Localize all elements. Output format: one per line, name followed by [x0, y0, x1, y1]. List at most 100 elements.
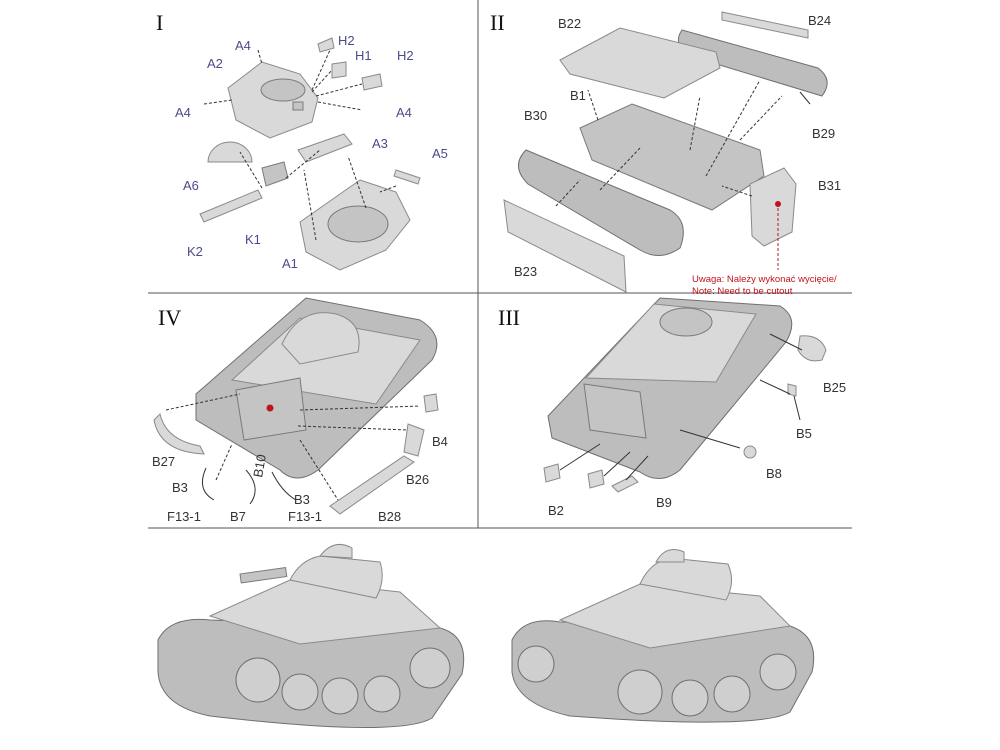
label-b3-right: B3	[294, 492, 310, 507]
label-h1: H1	[355, 48, 372, 63]
render-rear-cupola	[655, 549, 685, 563]
render-rear-wheel-2	[671, 679, 709, 717]
part-b2-right	[587, 469, 605, 489]
render-front-wheel-1	[235, 657, 281, 703]
part-b2-left	[543, 463, 561, 483]
turret-ring	[327, 205, 389, 243]
part-b8	[743, 445, 757, 459]
part-b5	[787, 383, 797, 397]
render-front-cupola	[319, 543, 353, 559]
render-front-view	[157, 543, 465, 728]
render-rear-hull	[558, 583, 792, 649]
leader	[285, 149, 321, 179]
label-f13-1-left: F13-1	[167, 509, 201, 524]
exhaust-b27	[153, 413, 205, 455]
turret-hatch-hole	[260, 78, 306, 102]
track-bottom-left	[518, 149, 684, 256]
section-title-1: I	[156, 10, 163, 35]
section-4-drawing: B4 B27 B10 B26 B3 B3 B7 F13-1 F13-1 B28	[152, 297, 448, 524]
leader	[315, 83, 363, 97]
render-rear-wheel-1	[617, 669, 663, 715]
leader	[297, 425, 409, 431]
label-b25: B25	[823, 380, 846, 395]
render-rear-wheel-3	[713, 675, 751, 713]
leader	[299, 405, 421, 411]
label-b1: B1	[570, 88, 586, 103]
label-b30: B30	[524, 108, 547, 123]
front-plate-iii	[583, 383, 647, 439]
part-b25	[797, 335, 827, 362]
render-rear-turret	[639, 557, 732, 601]
render-rear-wheel-4	[759, 653, 797, 691]
label-a4-top: A4	[235, 38, 251, 53]
leader	[317, 101, 363, 111]
lower-hull-b1	[579, 103, 765, 211]
part-b4	[423, 393, 439, 413]
label-a3: A3	[372, 136, 388, 151]
part-b26	[403, 423, 425, 457]
label-b24: B24	[808, 13, 831, 28]
render-front-wheel-5	[409, 647, 451, 689]
leader	[303, 169, 317, 241]
label-b29: B29	[812, 126, 835, 141]
leader	[705, 79, 761, 177]
part-h1	[331, 61, 347, 79]
render-front-turret	[289, 555, 383, 599]
leader	[215, 443, 233, 481]
label-k2: K2	[187, 244, 203, 259]
label-b23: B23	[514, 264, 537, 279]
label-a5: A5	[432, 146, 448, 161]
render-front-wheel-4	[363, 675, 401, 713]
label-b4: B4	[432, 434, 448, 449]
label-b7: B7	[230, 509, 246, 524]
part-a5	[393, 169, 421, 185]
gun-barrel-k2	[199, 189, 263, 223]
part-a3	[297, 133, 353, 163]
part-b9	[611, 475, 639, 493]
label-b5: B5	[796, 426, 812, 441]
cutout-note-pl: Uwaga: Należy wykonać wycięcie/	[692, 274, 837, 285]
turret-iv	[281, 312, 360, 365]
cutout-marker	[775, 201, 781, 207]
leader	[299, 439, 339, 501]
label-b31: B31	[818, 178, 841, 193]
label-b3-left: B3	[172, 480, 188, 495]
cutout-note-en: Note: Need to be cutout	[692, 286, 793, 297]
label-a4-left: A4	[175, 105, 191, 120]
render-rear-view	[511, 549, 815, 723]
render-front-wheel-2	[281, 673, 319, 711]
leader	[347, 155, 367, 209]
label-b26: B26	[406, 472, 429, 487]
cutout-marker-iv	[266, 404, 274, 412]
section-2-drawing: Uwaga: Należy wykonać wycięcie/ Note: Ne…	[503, 11, 841, 297]
leader	[739, 95, 783, 141]
leader	[257, 49, 263, 65]
leader	[379, 185, 397, 193]
label-b22: B22	[558, 16, 581, 31]
label-a4-right: A4	[396, 105, 412, 120]
label-b27: B27	[152, 454, 175, 469]
rear-plate-b31	[749, 167, 797, 247]
leader	[555, 179, 581, 207]
label-b2: B2	[548, 503, 564, 518]
label-k1: K1	[245, 232, 261, 247]
upper-hull-b22	[559, 27, 721, 99]
gun-mount-k1	[261, 161, 289, 187]
leader	[311, 69, 333, 93]
label-b28: B28	[378, 509, 401, 524]
render-rear-sprocket	[517, 645, 555, 683]
leader	[587, 89, 599, 121]
leader-lines-iii	[559, 333, 803, 481]
leader	[203, 99, 233, 105]
leader	[799, 91, 811, 105]
label-a1: A1	[282, 256, 298, 271]
turret-ring-iii	[659, 307, 713, 337]
part-h2-right	[361, 73, 383, 91]
label-a2: A2	[207, 56, 223, 71]
tank-deck-iii	[584, 303, 757, 383]
label-h2-right: H2	[397, 48, 414, 63]
leader	[239, 151, 263, 189]
render-front-wheel-3	[321, 677, 359, 715]
track-top-right	[677, 29, 828, 97]
